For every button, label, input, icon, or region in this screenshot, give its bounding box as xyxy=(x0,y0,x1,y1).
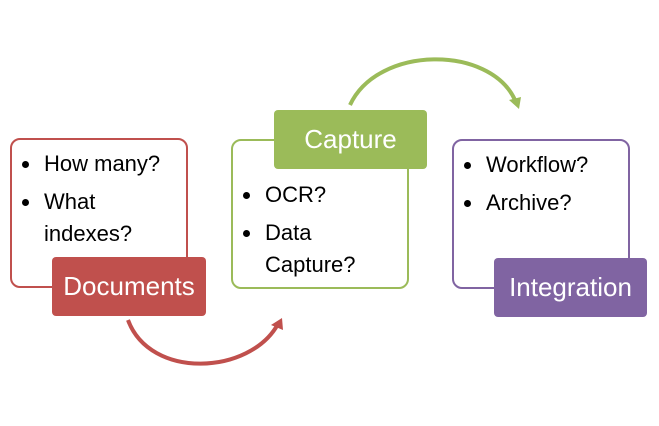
capture-bullet-list: OCR? Data Capture? xyxy=(233,141,407,281)
integration-bullet: Workflow? xyxy=(454,149,628,181)
capture-bullet: Data Capture? xyxy=(233,217,407,281)
documents-to-capture-arrowhead-icon xyxy=(271,318,283,330)
integration-panel: Workflow? Archive? xyxy=(452,139,630,289)
capture-bullet: OCR? xyxy=(233,179,407,211)
integration-bullet: Archive? xyxy=(454,187,628,219)
integration-bullet-list: Workflow? Archive? xyxy=(454,141,628,219)
documents-to-capture-arrow-icon xyxy=(126,319,280,366)
integration-label: Integration xyxy=(494,258,647,317)
documents-bullet: How many? xyxy=(12,148,186,180)
documents-bullet: What indexes? xyxy=(12,186,186,250)
documents-bullet-list: How many? What indexes? xyxy=(12,140,186,250)
capture-to-integration-arrow-icon xyxy=(348,57,517,106)
documents-label: Documents xyxy=(52,257,206,316)
capture-to-integration-arrowhead-icon xyxy=(509,97,521,109)
capture-label: Capture xyxy=(274,110,427,169)
